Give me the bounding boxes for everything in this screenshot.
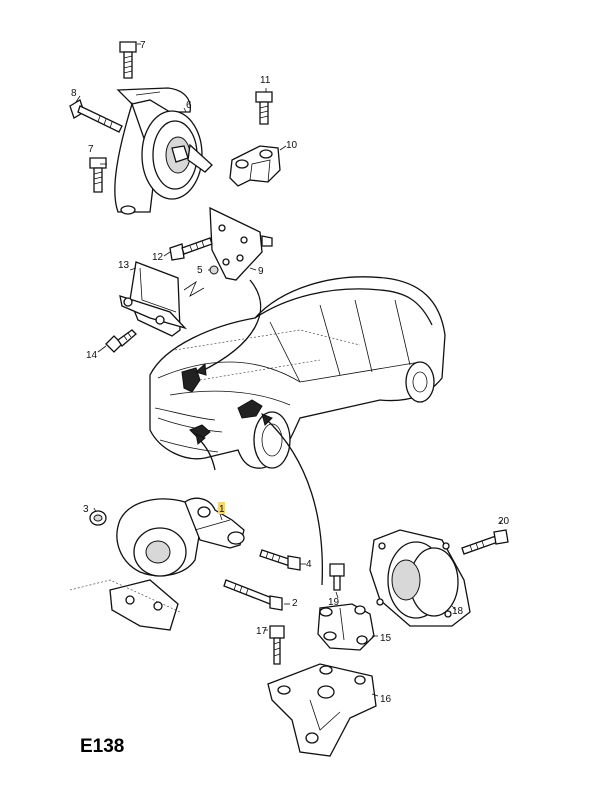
part-12-bolt: [169, 237, 213, 261]
part-7-bolt-top: [119, 41, 137, 79]
part-14-bolt: [105, 329, 137, 353]
callout-13: 13: [118, 260, 130, 271]
callout-2: 2: [292, 598, 298, 609]
part-8-long-bolt: [69, 99, 123, 133]
part-1-mount-assembly: [69, 497, 245, 631]
callout-9: 9: [258, 266, 264, 277]
callout-8: 8: [71, 88, 77, 99]
part-18-mount: [369, 529, 471, 627]
part-2-bolt: [223, 579, 283, 611]
callout-12: 12: [152, 252, 164, 263]
part-4-bolt: [259, 549, 301, 571]
part-9-bracket: [209, 206, 273, 281]
callout-15: 15: [380, 633, 392, 644]
callout-7-top: 7: [140, 40, 146, 51]
part-17-bolt: [269, 625, 285, 665]
part-5-nut: [209, 265, 219, 275]
callout-7-lower: 7: [88, 144, 94, 155]
part-6-mount-bracket: [114, 87, 213, 215]
part-15-bracket: [317, 603, 375, 651]
figure-code: E138: [80, 736, 124, 757]
part-7-bolt-lower: [89, 157, 107, 193]
callout-17: 17: [256, 626, 268, 637]
part-20-bolt: [461, 529, 509, 555]
callout-1-highlight: [218, 502, 225, 514]
callout-11: 11: [260, 75, 271, 86]
part-16-bracket: [267, 663, 377, 757]
callout-19: 19: [328, 597, 340, 608]
callout-3: 3: [83, 504, 89, 515]
callout-5: 5: [197, 265, 203, 276]
part-11-bolt: [255, 91, 273, 125]
callout-10: 10: [286, 140, 298, 151]
part-3-bushing: [89, 510, 107, 526]
car-illustration: [149, 276, 446, 469]
callout-labels: 1 2 3 4 5 6 7 7 8 9 10 11 12 13 14 15 16…: [71, 40, 510, 705]
callout-6: 6: [186, 100, 192, 111]
part-13-bracket: [119, 261, 205, 337]
callout-18: 18: [452, 606, 464, 617]
callout-20: 20: [498, 516, 510, 527]
part-19-bolt: [329, 563, 345, 591]
part-10-bracket: [229, 145, 281, 187]
callout-4: 4: [306, 559, 312, 570]
callout-16: 16: [380, 694, 392, 705]
callout-14: 14: [86, 350, 98, 361]
leader-arrows: [194, 279, 324, 586]
callout-1: 1: [219, 504, 225, 515]
